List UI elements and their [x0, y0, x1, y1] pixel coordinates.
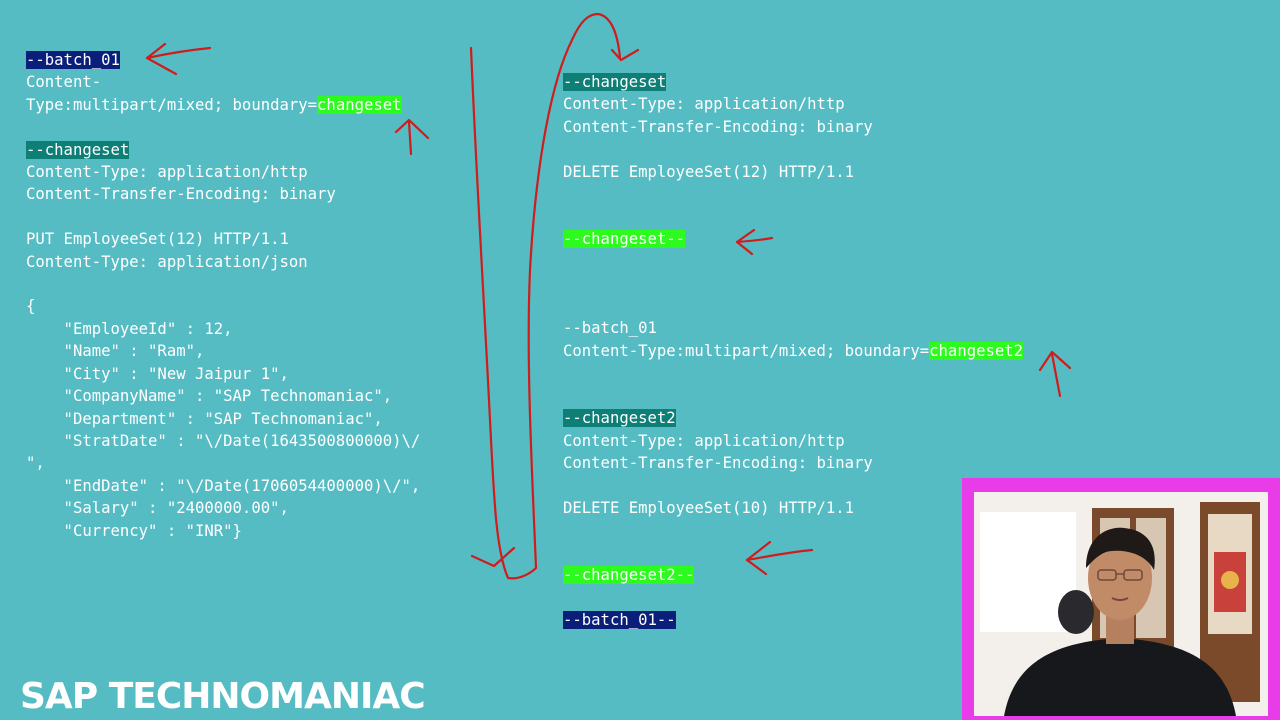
json-line: "EndDate" : "\/Date(1706054400000)\/",	[26, 476, 421, 495]
put-request-line: PUT EmployeeSet(12) HTTP/1.1	[26, 230, 289, 249]
content-type-line-1b: Type:multipart/mixed; boundary=	[26, 95, 318, 114]
header-transfer-encoding-right: Content-Transfer-Encoding: binary	[563, 117, 873, 136]
left-code-panel: --batch_01 Content- Type:multipart/mixed…	[26, 49, 420, 542]
json-line: "EmployeeId" : 12,	[26, 319, 233, 338]
header-content-type-left: Content-Type: application/http	[26, 163, 308, 182]
arrow-annotation	[394, 118, 430, 156]
json-line: "Salary" : "2400000.00",	[26, 499, 289, 518]
json-line: {	[26, 297, 36, 316]
changeset-marker-right: --changeset	[563, 73, 667, 91]
json-line: ",	[26, 454, 45, 473]
header-transfer-encoding-right-2: Content-Transfer-Encoding: binary	[563, 453, 873, 472]
json-line: "City" : "New Jaipur 1",	[26, 364, 289, 383]
arrow-annotation	[735, 228, 774, 256]
header-transfer-encoding-left: Content-Transfer-Encoding: binary	[26, 185, 336, 204]
delete-request-line-1: DELETE EmployeeSet(12) HTTP/1.1	[563, 162, 855, 181]
boundary-value-changeset2: changeset2	[929, 341, 1024, 360]
json-line: "Department" : "SAP Technomaniac",	[26, 409, 383, 428]
right-code-panel: --changeset Content-Type: application/ht…	[563, 71, 1024, 631]
presenter-webcam	[962, 478, 1280, 720]
json-line: "Name" : "Ram",	[26, 342, 205, 361]
brand-watermark: SAP TECHNOMANIAC	[20, 676, 426, 717]
boundary-value-changeset: changeset	[317, 95, 402, 114]
json-line: "Currency" : "INR"}	[26, 521, 242, 540]
batch-marker-right: --batch_01	[563, 319, 657, 338]
request-content-type: Content-Type: application/json	[26, 252, 308, 271]
content-type-line-2: Content-Type:multipart/mixed; boundary=	[563, 341, 930, 360]
batch-close-marker: --batch_01--	[563, 610, 676, 629]
changeset2-marker: --changeset2	[563, 409, 676, 428]
flow-line-annotation	[469, 12, 640, 580]
batch-open-marker: --batch_01	[26, 51, 120, 69]
changeset2-close-marker: --changeset2--	[563, 565, 695, 584]
webcam-video	[974, 492, 1268, 716]
arrow-annotation	[745, 540, 814, 576]
header-content-type-right: Content-Type: application/http	[563, 95, 845, 114]
content-type-line-1a: Content-	[26, 73, 102, 92]
changeset-close-marker: --changeset--	[563, 229, 686, 248]
presenter-image	[974, 492, 1268, 716]
delete-request-line-2: DELETE EmployeeSet(10) HTTP/1.1	[563, 498, 855, 517]
header-content-type-right-2: Content-Type: application/http	[563, 431, 845, 450]
arrow-annotation	[1038, 350, 1072, 398]
json-line: "CompanyName" : "SAP Technomaniac",	[26, 387, 393, 406]
arrow-annotation	[145, 42, 212, 76]
changeset-marker-left: --changeset	[26, 140, 130, 159]
json-line: "StratDate" : "\/Date(1643500800000)\/	[26, 431, 421, 450]
